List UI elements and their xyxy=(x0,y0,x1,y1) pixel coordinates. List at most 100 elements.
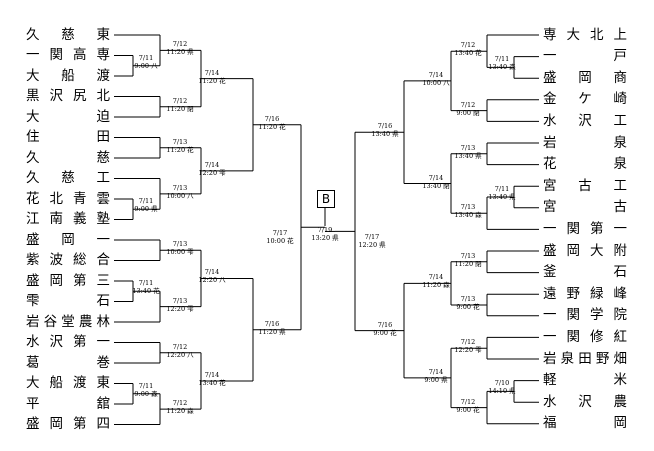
match-time-venue: 10:00 雫 xyxy=(166,248,194,257)
right-team-name: 花泉 xyxy=(543,156,627,173)
match-time-venue: 10:00 八 xyxy=(166,191,194,200)
match-time-venue: 11:20 花 xyxy=(166,145,194,154)
match-date: 7/16 xyxy=(264,114,280,123)
match-time-venue: 12:20 八 xyxy=(198,276,226,285)
left-team-name: 花北青雲 xyxy=(26,190,110,207)
right-team-name: 専大北上 xyxy=(543,26,627,43)
right-team-name: 遠野緑峰 xyxy=(543,285,627,302)
left-team-name: 葛巻 xyxy=(26,354,110,371)
match-time-venue: 13:40 花 xyxy=(454,49,482,58)
match-date: 7/16 xyxy=(264,319,280,328)
match-time-venue: 13:40 花 xyxy=(198,378,226,387)
match-time-venue: 9:00 花 xyxy=(456,303,480,311)
match-date: 7/11 xyxy=(138,279,154,288)
match-time-venue: 11:20 森 xyxy=(166,407,194,416)
match-date: 7/14 xyxy=(204,160,220,169)
match-date: 7/16 xyxy=(377,122,393,131)
left-team-name: 盛岡第三 xyxy=(26,272,110,289)
match-time-venue: 11:20 花 xyxy=(198,76,226,85)
match-date: 7/12 xyxy=(172,96,188,105)
left-team-name: 雫石 xyxy=(26,293,110,309)
right-team-name: 宮古 xyxy=(543,199,627,216)
match-time-venue: 11:20 県 xyxy=(258,327,286,336)
match-date: 7/11 xyxy=(494,55,510,64)
left-team-name: 一関高専 xyxy=(26,47,110,63)
match-date: 7/17 xyxy=(272,229,288,238)
right-team-name: 一戸 xyxy=(543,48,627,65)
match-time-venue: 9:00 花 xyxy=(373,328,397,337)
match-time-venue: 12:20 雫 xyxy=(454,346,482,355)
right-team-name: 一関学院 xyxy=(543,307,627,324)
match-date: 7/13 xyxy=(172,296,188,305)
match-date: 7/13 xyxy=(172,183,188,192)
match-date: 7/11 xyxy=(494,185,510,193)
match-date: 7/14 xyxy=(428,273,444,282)
match-time-venue: 10:00 八 xyxy=(422,78,450,87)
match-date: 7/12 xyxy=(172,399,188,408)
match-date: 7/12 xyxy=(460,41,476,50)
left-team-name: 久慈 xyxy=(26,149,110,166)
match-date: 7/14 xyxy=(204,370,220,379)
block-badge: B xyxy=(317,190,335,208)
match-date: 7/12 xyxy=(460,397,476,406)
right-team-name: 一関修紅 xyxy=(543,328,627,345)
match-date: 7/13 xyxy=(460,203,476,212)
right-team-name: 水沢農 xyxy=(543,393,627,410)
match-time-venue: 12:20 雫 xyxy=(198,168,226,177)
right-team-name: 盛岡商 xyxy=(543,69,627,86)
right-team-name: 福岡 xyxy=(543,415,627,432)
match-time-venue: 12:20 雫 xyxy=(166,304,194,313)
match-time-venue: 11:20 閉 xyxy=(166,104,194,113)
left-team-name: 平舘 xyxy=(26,395,110,412)
left-team-name: 久慈工 xyxy=(26,170,110,186)
match-time-venue: 12:20 県 xyxy=(358,241,386,250)
left-team-name: 紫波総合 xyxy=(26,252,110,268)
match-time-venue: 11:20 花 xyxy=(258,122,286,131)
left-team-name: 黒沢尻北 xyxy=(26,88,110,104)
left-team-name: 大船渡 xyxy=(26,67,110,84)
match-time-venue: 13:40 閉 xyxy=(422,181,450,190)
match-date: 7/14 xyxy=(428,173,444,182)
match-date: 7/13 xyxy=(460,295,476,303)
match-time-venue: 11:20 森 xyxy=(422,281,450,290)
match-time-venue: 11:20 閉 xyxy=(454,259,482,268)
right-team-name: 軽米 xyxy=(543,372,627,389)
right-team-name: 金ケ崎 xyxy=(543,91,627,108)
match-time-venue: 13:40 森 xyxy=(454,211,482,220)
match-date: 7/10 xyxy=(494,379,510,388)
match-date: 7/12 xyxy=(172,40,188,49)
match-date: 7/12 xyxy=(460,338,476,347)
left-team-name: 久慈東 xyxy=(26,26,110,43)
match-date: 7/17 xyxy=(364,233,380,242)
left-team-name: 岩谷堂農林 xyxy=(26,313,110,330)
match-date: 7/12 xyxy=(172,342,188,351)
left-team-name: 江南義塾 xyxy=(26,211,110,227)
